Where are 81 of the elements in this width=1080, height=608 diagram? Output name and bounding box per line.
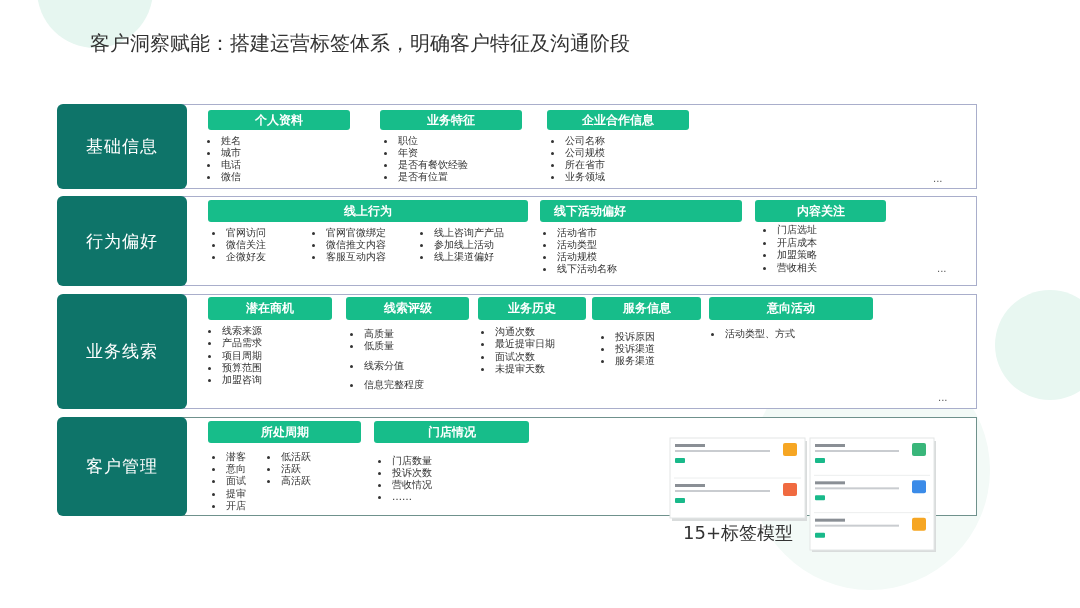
ellipsis-mark: ... [933,173,943,184]
list-item: 姓名 [221,135,241,147]
list-item: 线索来源 [222,325,262,337]
group-header: 所处周期 [208,421,361,443]
group-header: 线上行为 [208,200,528,222]
list-item: 预算范围 [222,361,262,374]
category-box: 行为偏好 [57,196,187,286]
list-item: 低质量 [364,340,394,352]
list-item: 面试 [226,475,246,488]
list-item: 微信关注 [226,239,266,251]
category-box: 业务线索 [57,294,187,409]
list-item: 公司名称 [565,135,605,147]
list-item: 低活跃 [281,451,311,463]
list-item: 开店成本 [777,236,817,249]
list-item: 微信推文内容 [326,239,386,251]
group-header: 企业合作信息 [547,110,689,130]
list-item: 活动类型、方式 [725,328,795,340]
list-item: 高活跃 [281,475,311,487]
list-item: 线下活动名称 [557,263,617,275]
group-header: 门店情况 [374,421,529,443]
list-item: 提审 [226,487,246,500]
category-box: 基础信息 [57,104,187,189]
group-header: 业务历史 [478,297,586,320]
category-box: 客户管理 [57,417,187,516]
list-item: 项目周期 [222,349,262,362]
list-item: 活动类型 [557,239,597,251]
list-item: 是否有餐饮经验 [398,159,468,171]
list-item: 最近提审日期 [495,338,555,351]
list-item: 线上咨询产产品 [434,227,504,239]
list-item: 面试次数 [495,350,535,363]
list-item: 投诉次数 [392,467,432,479]
list-item: 营收情况 [392,479,432,491]
list-item: 电话 [221,159,241,171]
group-header: 服务信息 [592,297,701,320]
list-item: 未提审天数 [495,362,545,375]
list-item: 门店数量 [392,455,432,467]
list-item: 投诉原因 [615,331,655,343]
group-header: 潜在商机 [208,297,332,320]
list-item: 加盟策略 [777,249,817,261]
list-item: 信息完整程度 [364,379,424,391]
list-item: 官网访问 [226,227,266,239]
list-item: 意向 [226,463,246,476]
group-header: 业务特征 [380,110,522,130]
list-item: 加盟咨询 [222,374,262,387]
caption: 15+标签模型 [683,521,793,545]
group-header: 意向活动 [709,297,873,320]
screenshot-drawing [668,436,937,552]
slide-title: 客户洞察赋能：搭建运营标签体系，明确客户特征及沟通阶段 [90,30,630,57]
list-item: 城市 [221,147,241,159]
list-item: 服务渠道 [615,355,655,367]
ellipsis-mark: ... [937,263,947,274]
ellipsis-mark: ... [938,392,948,403]
list-item: 微信 [221,171,241,183]
list-item: 活跃 [281,463,301,475]
list-item: 产品需求 [222,337,262,350]
list-item: 投诉渠道 [615,343,655,355]
list-item: 活动省市 [557,227,597,239]
list-item: 活动规模 [557,251,597,263]
list-item: 参加线上活动 [434,239,494,251]
list-item: 线索分值 [364,360,404,372]
list-item: 是否有位置 [398,171,448,183]
list-item: 门店选址 [777,224,817,236]
group-header: 线索评级 [346,297,469,320]
list-item: 官网官微绑定 [326,227,386,239]
list-item: 线上渠道偏好 [434,251,494,263]
list-item: 年资 [398,147,418,159]
list-item: 潜客 [226,451,246,463]
list-item: 公司规模 [565,147,605,159]
list-item: 客服互动内容 [326,251,386,263]
group-header: 内容关注 [755,200,886,222]
list-item: 企微好友 [226,251,266,263]
list-item: 职位 [398,135,418,147]
list-item: 高质量 [364,328,394,340]
group-header: 线下活动偏好 [540,200,742,222]
list-item: 沟通次数 [495,326,535,338]
list-item: …… [392,491,412,503]
list-item: 开店 [226,499,246,512]
group-header: 个人资料 [208,110,350,130]
list-item: 所在省市 [565,159,605,171]
list-item: 业务领域 [565,171,605,183]
list-item: 营收相关 [777,261,817,274]
